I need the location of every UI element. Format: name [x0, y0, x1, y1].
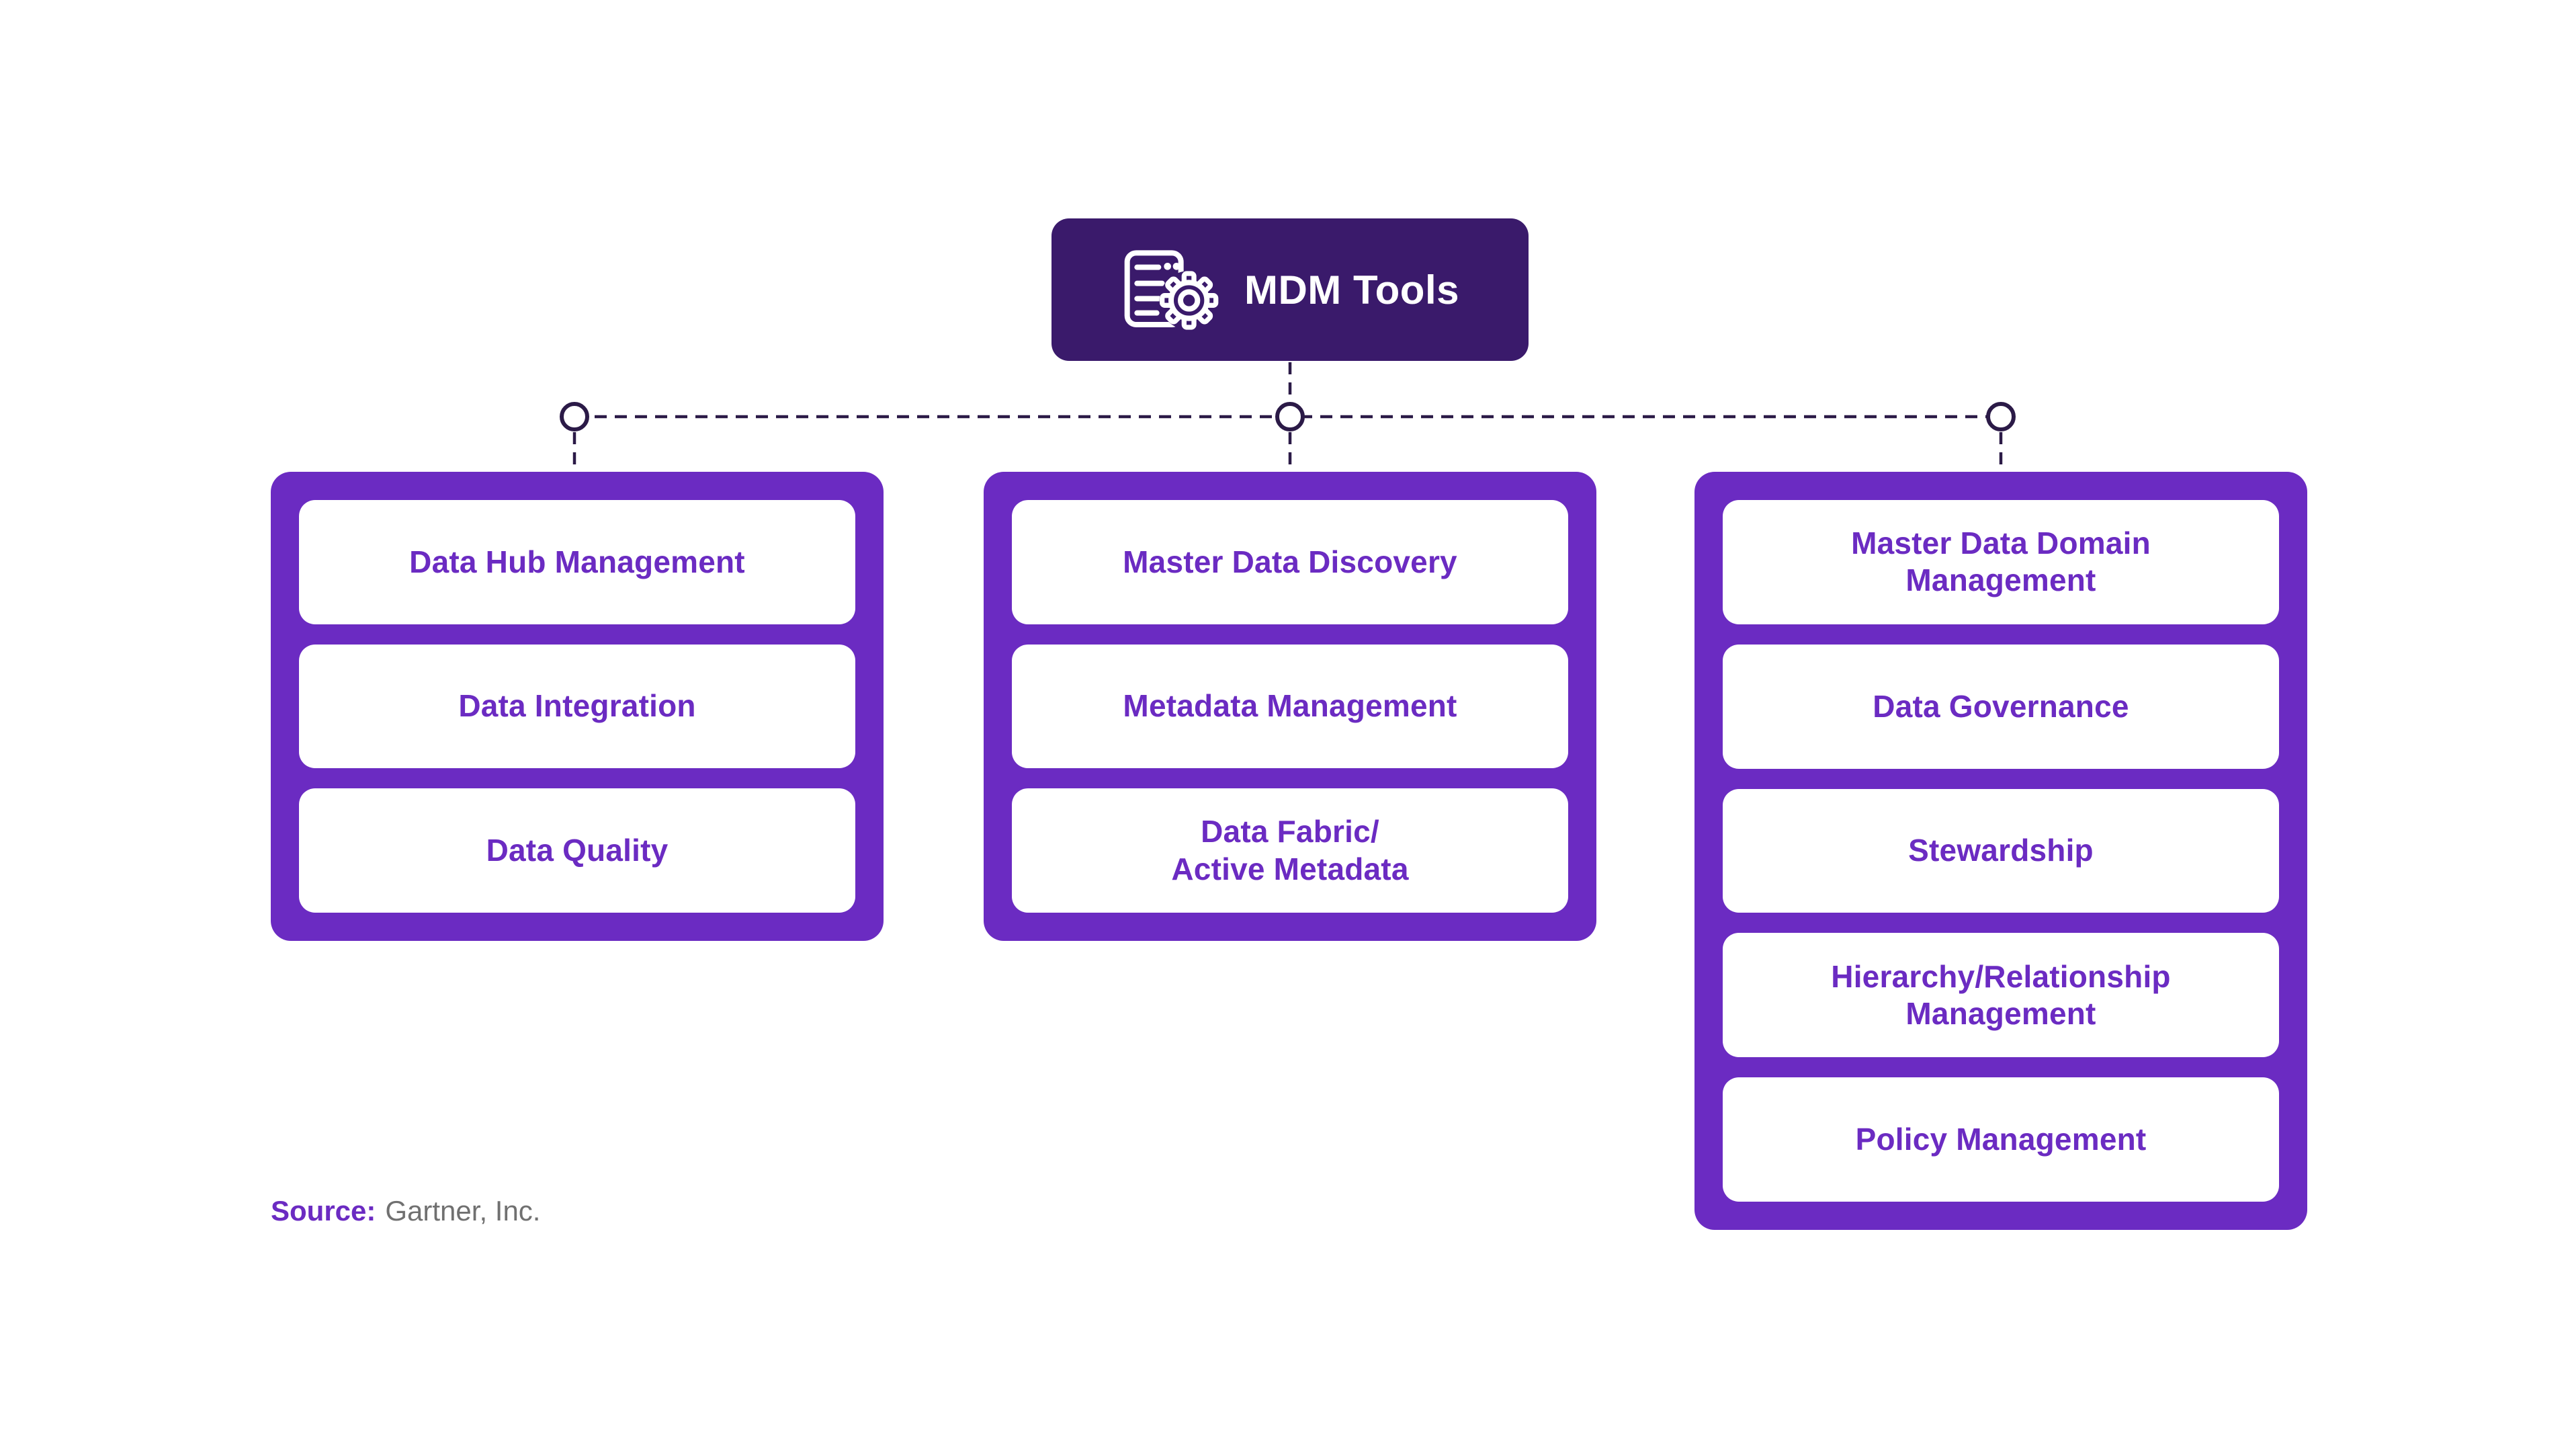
capability-label: Stewardship	[1908, 833, 2094, 868]
source-note: Source: Gartner, Inc.	[271, 1195, 540, 1227]
junction-circle-icons	[560, 402, 2016, 431]
capability-label: Hierarchy/Relationship Management	[1831, 958, 2171, 1031]
capability-label: Data Governance	[1873, 688, 2129, 724]
capability-data-fabric-active-metadata: Data Fabric/ Active Metadata	[1012, 788, 1568, 913]
mdm-tools-node: MDM Tools	[1051, 218, 1529, 361]
root-title: MDM Tools	[1244, 267, 1459, 313]
capability-data-integration: Data Integration	[299, 644, 855, 769]
capability-data-governance: Data Governance	[1723, 644, 2279, 769]
capability-label: Policy Management	[1855, 1121, 2147, 1157]
gear-part	[1159, 271, 1219, 330]
capability-label: Master Data Discovery	[1123, 544, 1457, 579]
column-group-3: Master Data Domain Management Data Gover…	[1694, 472, 2307, 1230]
source-label: Source:	[271, 1195, 376, 1227]
capability-master-data-discovery: Master Data Discovery	[1012, 500, 1568, 624]
capability-data-quality: Data Quality	[299, 788, 855, 913]
capability-label: Master Data Domain Management	[1851, 526, 2151, 598]
server-gear-icon	[1124, 250, 1219, 330]
capability-label: Data Fabric/ Active Metadata	[1171, 814, 1409, 886]
capability-hierarchy-relationship-management: Hierarchy/Relationship Management	[1723, 933, 2279, 1058]
column-group-2: Master Data Discovery Metadata Managemen…	[984, 472, 1596, 941]
capability-label: Metadata Management	[1123, 688, 1457, 724]
column-group-1: Data Hub Management Data Integration Dat…	[271, 472, 884, 941]
capability-label: Data Integration	[458, 688, 696, 724]
capability-stewardship: Stewardship	[1723, 788, 2279, 913]
source-value: Gartner, Inc.	[385, 1195, 541, 1227]
capability-metadata-management: Metadata Management	[1012, 644, 1568, 769]
capability-data-hub-management: Data Hub Management	[299, 500, 855, 624]
capability-label: Data Hub Management	[409, 544, 745, 579]
capability-master-data-domain-management: Master Data Domain Management	[1723, 500, 2279, 624]
capability-policy-management: Policy Management	[1723, 1077, 2279, 1202]
capability-label: Data Quality	[486, 833, 669, 868]
